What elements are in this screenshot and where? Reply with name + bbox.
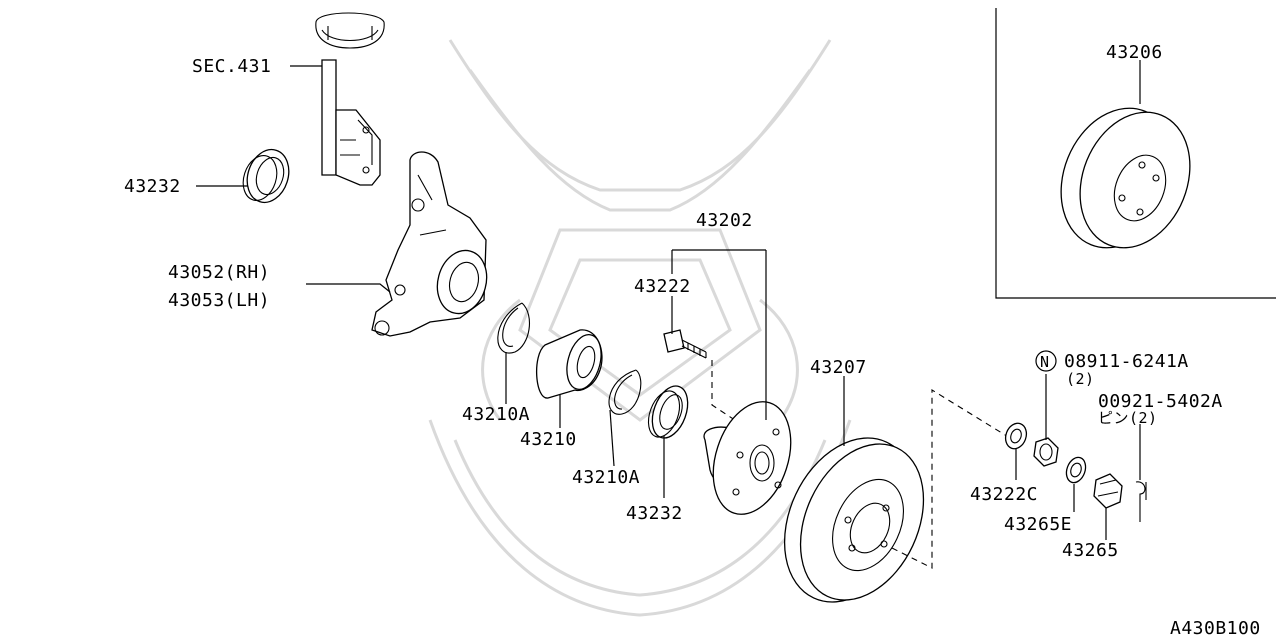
seal-bottom <box>647 385 689 439</box>
nut-badge-circle <box>1035 350 1057 372</box>
label-drum: 43206 <box>1106 42 1163 63</box>
label-pin-desc: ピン(2) <box>1098 409 1158 427</box>
drum-inset <box>995 8 1276 299</box>
steering-knuckle <box>371 151 488 337</box>
label-knuckle-lh: 43053(LH) <box>168 290 270 311</box>
label-bearing: 43210 <box>520 429 577 450</box>
watermark-emblem <box>428 39 852 617</box>
label-nut-badge: N <box>1040 353 1050 371</box>
rotor-guide-line <box>891 389 1011 569</box>
label-seal-bottom: 43232 <box>626 503 683 524</box>
label-lock-washer: 43265E <box>1004 514 1072 535</box>
label-snap-ring-1: 43210A <box>462 404 530 425</box>
hub-bolt <box>663 329 707 359</box>
label-pin-part: 00921-5402A <box>1098 391 1223 412</box>
seal-top <box>242 148 290 204</box>
small-parts <box>1004 422 1147 522</box>
leader-lines <box>196 60 1141 540</box>
snap-ring-2 <box>608 369 642 415</box>
strut-assembly <box>315 12 385 186</box>
label-snap-ring-2: 43210A <box>572 467 640 488</box>
wheel-hub <box>703 401 792 515</box>
label-seal-top: 43232 <box>124 176 181 197</box>
wheel-bearing <box>535 329 603 399</box>
label-cap-nut: 43265 <box>1062 540 1119 561</box>
diagram-code: A430B100 <box>1170 618 1261 638</box>
label-knuckle-rh: 43052(RH) <box>168 262 270 283</box>
label-rotor: 43207 <box>810 357 867 378</box>
label-hub-assembly: 43202 <box>696 210 753 231</box>
label-hub-bolt: 43222 <box>634 276 691 297</box>
bolt-guide-line <box>711 360 751 431</box>
label-washer: 43222C <box>970 484 1038 505</box>
label-sec431: SEC.431 <box>192 56 271 77</box>
label-nut-qty: (2) <box>1066 370 1095 388</box>
snap-ring-1 <box>497 302 530 354</box>
label-nut-part: 08911-6241A <box>1064 351 1189 372</box>
brake-rotor <box>783 437 925 603</box>
